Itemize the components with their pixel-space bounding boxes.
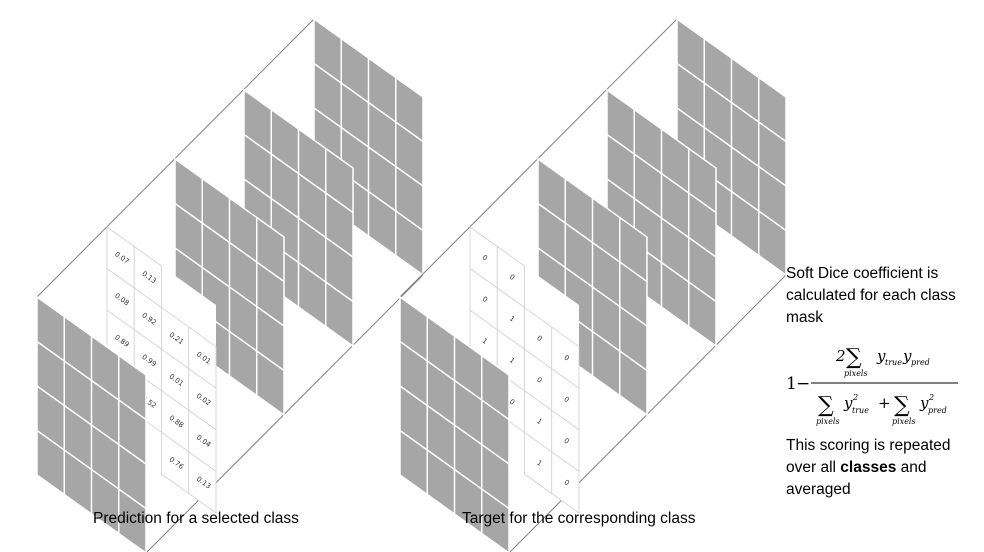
formula-sum-num: ∑ bbox=[846, 345, 862, 370]
panel-grid-line bbox=[676, 62, 787, 143]
formula-sum-den-1: ∑ bbox=[818, 393, 834, 418]
panel-grid-line bbox=[174, 202, 285, 283]
averaging-note: This scoring is repeated over all classe… bbox=[786, 435, 976, 501]
cell-value: 0 bbox=[508, 398, 516, 407]
dice-description: Soft Dice coefficient is calculated for … bbox=[786, 265, 956, 326]
prediction-volume: 0.070.130.080.920.210.010.890.990.010.02… bbox=[36, 17, 424, 552]
formula-y-pred-num: y bbox=[902, 347, 912, 365]
cell-value: 1 bbox=[508, 356, 516, 365]
panel-grid-line bbox=[399, 385, 510, 465]
averaging-note-text: This scoring is repeated over all bbox=[786, 437, 951, 476]
cell-value: 0 bbox=[535, 376, 543, 385]
averaging-note-classes: classes bbox=[840, 459, 897, 476]
cell-value: 1 bbox=[481, 337, 489, 346]
panel-grid-line bbox=[399, 340, 510, 421]
panel-grid-line bbox=[36, 385, 147, 465]
panel-grid-line bbox=[36, 429, 147, 510]
panel-grid-line bbox=[243, 178, 354, 258]
formula-sum-den-2: ∑ bbox=[894, 393, 910, 418]
target-volume: 0001001100001010 bbox=[399, 17, 787, 552]
panel-grid-line bbox=[36, 340, 147, 421]
formula-pred-den: pred bbox=[928, 406, 947, 415]
panel-grid-line bbox=[174, 247, 285, 327]
panel-grid-line bbox=[399, 429, 510, 510]
cell-value: 0 bbox=[481, 295, 489, 304]
panel-grid-line bbox=[537, 202, 648, 283]
panel-grid-line bbox=[243, 133, 354, 214]
cell-value: 0 bbox=[562, 478, 570, 487]
value-cell bbox=[188, 451, 217, 514]
formula-sq-pred: 2 bbox=[928, 393, 934, 402]
panel-grid-line bbox=[313, 107, 424, 187]
panel-grid-line bbox=[676, 107, 787, 187]
formula-pred-num: pred bbox=[911, 358, 930, 367]
cell-value: 1 bbox=[508, 314, 516, 323]
formula-pixels-den-2: pixels bbox=[892, 417, 916, 426]
averaging-note-end: and averaged bbox=[786, 459, 927, 498]
formula-pixels-num: pixels bbox=[844, 369, 868, 378]
formula-y-true-num: y bbox=[876, 347, 886, 365]
value-cell bbox=[551, 451, 580, 514]
cell-value: 0 bbox=[508, 273, 516, 282]
cell-value: 0 bbox=[562, 353, 570, 362]
panel-grid-line bbox=[537, 247, 648, 327]
cell-value: 0 bbox=[481, 253, 489, 262]
volume-edge-top-left bbox=[36, 18, 315, 298]
soft-dice-formula: 1 − 2 ∑ pixels y true y pred ∑ pixels y … bbox=[786, 345, 958, 426]
formula-one: 1 bbox=[786, 374, 797, 394]
panel-grid-line bbox=[606, 133, 717, 214]
cell-value: 1 bbox=[535, 459, 543, 468]
formula-minus: − bbox=[796, 374, 810, 394]
formula-true-den: true bbox=[852, 406, 869, 415]
formula-true-num: true bbox=[885, 358, 902, 367]
cell-value: 0 bbox=[562, 395, 570, 404]
cell-value: 1 bbox=[535, 417, 543, 426]
formula-plus: + bbox=[878, 394, 891, 412]
panel-grid-line bbox=[606, 178, 717, 258]
panel-grid-line bbox=[313, 62, 424, 143]
target-caption: Target for the corresponding class bbox=[462, 510, 696, 527]
formula-two: 2 bbox=[835, 347, 846, 365]
volume-edge-top-left bbox=[399, 18, 678, 298]
cell-value: 0 bbox=[535, 334, 543, 343]
formula-y-pred-den: y bbox=[919, 394, 929, 412]
formula-pixels-den-1: pixels bbox=[816, 417, 840, 426]
formula-sq-true: 2 bbox=[852, 393, 858, 402]
cell-value: 0 bbox=[562, 437, 570, 446]
prediction-caption: Prediction for a selected class bbox=[93, 510, 299, 527]
formula-y-true-den: y bbox=[843, 394, 853, 412]
